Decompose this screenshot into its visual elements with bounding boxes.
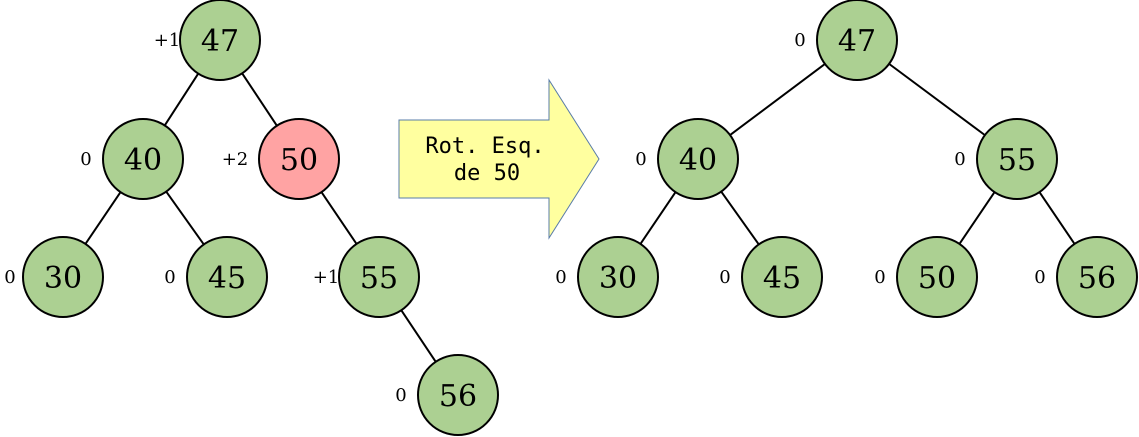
after-edge (1038, 191, 1076, 245)
node-circle (896, 236, 978, 318)
before-node-47: 47 +1 (154, 0, 261, 81)
balance-factor-label: 0 (80, 149, 91, 170)
tree-edges (84, 63, 1076, 363)
node-circle (186, 236, 268, 318)
node-circle (417, 354, 499, 436)
node-circle (1056, 236, 1138, 318)
node-value: 45 (763, 261, 801, 296)
node-circle (657, 118, 739, 200)
after-node-45: 45 0 (719, 236, 823, 318)
after-edge (639, 191, 677, 245)
before-node-55: 55 +1 (313, 236, 420, 318)
before-edge (320, 191, 358, 245)
node-value: 56 (1078, 261, 1116, 296)
after-edge (729, 63, 826, 136)
node-value: 47 (201, 24, 239, 59)
node-value: 30 (44, 261, 82, 296)
after-node-47: 47 0 (794, 0, 898, 81)
after-node-55: 55 0 (954, 118, 1058, 200)
node-value: 56 (439, 379, 477, 414)
before-edge (84, 191, 122, 245)
operation-label-line2: de 50 (454, 161, 520, 186)
before-node-30: 30 0 (4, 236, 104, 318)
balance-factor-label: 0 (4, 267, 15, 288)
before-edge (241, 72, 278, 127)
before-node-50: 50 +2 (222, 118, 340, 200)
operation-label-line1: Rot. Esq. (425, 134, 544, 159)
arrow-icon (398, 78, 600, 240)
node-circle (976, 118, 1058, 200)
node-value: 40 (124, 143, 162, 178)
node-circle (741, 236, 823, 318)
after-node-56: 56 0 (1034, 236, 1138, 318)
balance-factor-label: +2 (222, 149, 249, 170)
balance-factor-label: 0 (874, 267, 885, 288)
balance-factor-label: 0 (1034, 267, 1045, 288)
node-circle (102, 118, 184, 200)
node-value: 40 (679, 143, 717, 178)
before-node-45: 45 0 (164, 236, 268, 318)
before-edge (165, 191, 205, 245)
after-node-50: 50 0 (874, 236, 978, 318)
before-edge (400, 309, 437, 363)
after-edge (720, 191, 760, 245)
after-edge (888, 63, 986, 136)
node-value: 50 (918, 261, 956, 296)
node-circle (22, 236, 104, 318)
balance-factor-label: 0 (635, 149, 646, 170)
after-node-40: 40 0 (635, 118, 739, 200)
node-value: 55 (998, 143, 1036, 178)
after-edge (958, 191, 996, 245)
balance-factor-label: +1 (313, 267, 340, 288)
node-value: 55 (360, 261, 398, 296)
balance-factor-label: 0 (719, 267, 730, 288)
before-node-56: 56 0 (395, 354, 499, 436)
node-circle (816, 0, 898, 81)
balance-factor-label: 0 (164, 267, 175, 288)
node-circle (577, 236, 659, 318)
balance-factor-label: +1 (154, 30, 181, 51)
before-edge (163, 73, 200, 126)
node-circle (258, 118, 340, 200)
after-node-30: 30 0 (555, 236, 659, 318)
node-value: 47 (838, 24, 876, 59)
balance-factor-label: 0 (794, 30, 805, 51)
before-node-40: 40 0 (80, 118, 184, 200)
balance-factor-label: 0 (395, 385, 406, 406)
node-circle (338, 236, 420, 318)
balance-factor-label: 0 (555, 267, 566, 288)
node-value: 50 (280, 143, 318, 178)
rotation-arrow: Rot. Esq. de 50 (398, 78, 600, 240)
node-circle (179, 0, 261, 81)
node-value: 45 (208, 261, 246, 296)
node-value: 30 (599, 261, 637, 296)
balance-factor-label: 0 (954, 149, 965, 170)
